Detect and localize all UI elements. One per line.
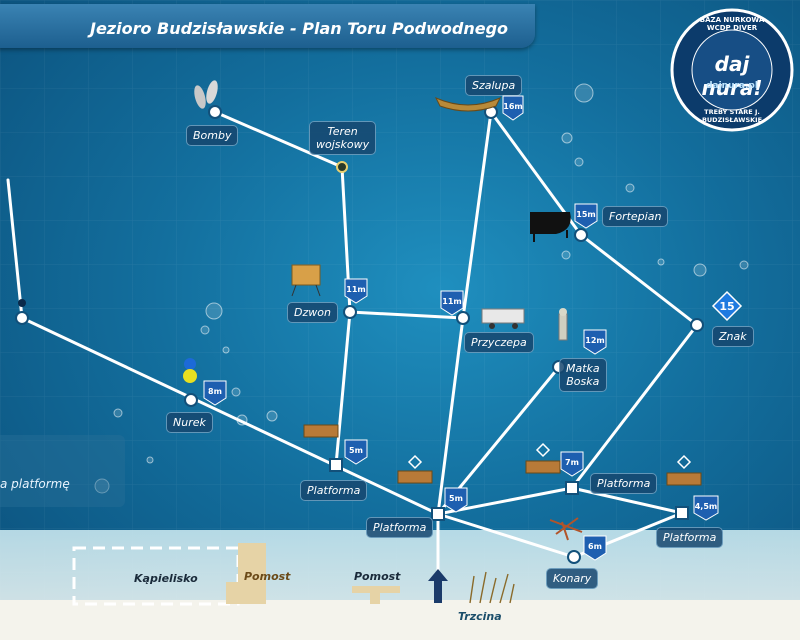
label-przyczepa[interactable]: Przyczepa: [464, 332, 534, 353]
label-bomby[interactable]: Bomby: [186, 125, 239, 146]
node-bomby[interactable]: [208, 105, 222, 119]
side-panel: [0, 435, 125, 507]
up-arrow-icon: [428, 569, 448, 603]
route-dzwon-przyczepa: [348, 310, 465, 320]
shore-structures: [72, 543, 515, 606]
node-konary[interactable]: [567, 550, 581, 564]
dive-base-logo: BAZA NURKOWA WCDP DIVER daj nura! dajnur…: [670, 8, 794, 132]
side-panel-label: a platformę: [0, 477, 70, 491]
znak-marker: [711, 290, 743, 322]
label-konary[interactable]: Konary: [546, 568, 599, 589]
logo-badge: [670, 8, 794, 132]
buoy-icon: [18, 299, 26, 307]
node-start[interactable]: [15, 311, 29, 325]
bell-icon: [291, 264, 321, 297]
trailer-icon: [481, 308, 525, 329]
node-znak[interactable]: [690, 318, 704, 332]
logo-top-text: BAZA NURKOWA WCDP DIVER: [699, 16, 765, 32]
piano-icon: [530, 212, 571, 242]
platform-nodes: [329, 458, 689, 521]
label-teren-wojskowy[interactable]: Teren wojskowy: [309, 121, 377, 155]
route-przyczepa-platforma: [436, 316, 465, 516]
node-platforma-center[interactable]: [431, 507, 445, 521]
label-platforma-left[interactable]: Platforma: [300, 480, 368, 501]
label-platforma-right[interactable]: Platforma: [656, 527, 724, 548]
node-przyczepa[interactable]: [456, 311, 470, 325]
label-dzwon[interactable]: Dzwon: [287, 302, 338, 323]
label-nurek[interactable]: Nurek: [166, 412, 213, 433]
route-lines: [6, 110, 699, 602]
logo-main-text: daj nura!: [701, 52, 763, 100]
label-fortepian[interactable]: Fortepian: [602, 206, 669, 227]
map-title: Jezioro Budzisławskie - Plan Toru Podwod…: [90, 19, 509, 38]
route-fortepian-znak: [579, 233, 699, 327]
route-bomby-teren: [213, 110, 344, 169]
node-platforma-left[interactable]: [329, 458, 343, 472]
logo-bottom-text: TREBY STARE J. BUDZISŁAWSKIE: [701, 108, 763, 124]
logo-sub-text: dajnura.pl: [706, 81, 758, 91]
label-pomost-2: Pomost: [354, 570, 401, 583]
route-start-platforma: [20, 316, 440, 516]
title-bar: [0, 4, 535, 48]
route-przyczepa-szalupa: [461, 110, 493, 320]
node-platforma-right-mid[interactable]: [565, 481, 579, 495]
node-platforma-right[interactable]: [675, 506, 689, 520]
route-dzwon-platforma: [334, 310, 352, 467]
bubbles: [94, 83, 749, 494]
label-pomost-1: Pomost: [244, 570, 291, 583]
reeds-icon: [469, 571, 515, 604]
bombs-icon: [194, 80, 218, 109]
label-kapielisko: Kąpielisko: [134, 572, 198, 585]
label-trzcina: Trzcina: [458, 610, 502, 623]
raft-icon: [303, 424, 702, 486]
node-nurek[interactable]: [184, 393, 198, 407]
teren-mine-icon: [336, 161, 348, 173]
node-dzwon[interactable]: [343, 305, 357, 319]
boat-icon: [434, 96, 502, 112]
branches-icon: [549, 517, 583, 541]
shoreline: [0, 600, 800, 640]
label-matka-boska[interactable]: Matka Boska: [559, 358, 607, 392]
route-znak-platforma: [570, 323, 699, 490]
node-fortepian[interactable]: [574, 228, 588, 242]
label-platforma-right-mid[interactable]: Platforma: [590, 473, 658, 494]
pomost-2: [352, 586, 400, 593]
label-szalupa[interactable]: Szalupa: [465, 75, 523, 96]
statue-icon: [558, 308, 568, 341]
diver-icon: [183, 358, 197, 383]
route-platforma-konary: [436, 512, 576, 559]
label-platforma-center[interactable]: Platforma: [366, 517, 434, 538]
route-left-edge: [6, 178, 24, 320]
label-znak[interactable]: Znak: [712, 326, 754, 347]
diamond-markers: [407, 442, 692, 470]
